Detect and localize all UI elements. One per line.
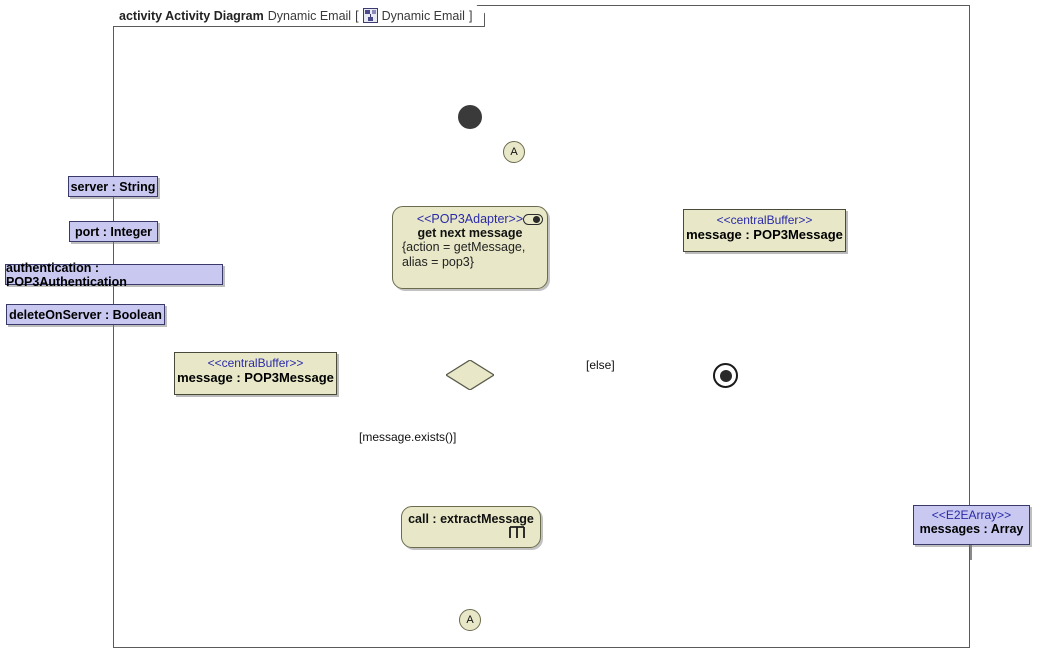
object-node-buffer-right[interactable]: <<centralBuffer>> message : POP3Message	[683, 209, 846, 252]
array-name: messages : Array	[919, 522, 1024, 536]
parameter-label: server : String	[70, 179, 156, 194]
activity-diagram-icon	[363, 8, 378, 23]
buffer-left-stereotype: <<centralBuffer>>	[207, 356, 304, 370]
guard-else: [else]	[586, 358, 615, 372]
activity-final-node[interactable]	[713, 363, 738, 388]
buffer-right-stereotype: <<centralBuffer>>	[716, 213, 813, 227]
object-node-messages-array[interactable]: <<E2EArray>> messages : Array	[913, 505, 1030, 545]
connector-label: A	[466, 614, 474, 626]
frame-keyword: activity Activity Diagram	[119, 8, 264, 23]
call-action-name: call : extractMessage	[408, 512, 534, 526]
buffer-left-name: message : POP3Message	[177, 370, 334, 385]
buffer-right-name: message : POP3Message	[686, 227, 843, 242]
guard-message-exists: [message.exists()]	[359, 430, 457, 444]
frame-name: Dynamic Email	[267, 8, 352, 23]
frame-title-tab: activity Activity Diagram Dynamic Email …	[113, 5, 485, 27]
action-name: get next message	[417, 226, 523, 240]
decision-node[interactable]	[446, 360, 494, 390]
connector-node-a-bottom[interactable]: A	[459, 609, 481, 631]
connector-node-a-top[interactable]: A	[503, 141, 525, 163]
stream-pin-icon	[523, 214, 543, 225]
frame-diagram-ref: Dynamic Email	[381, 8, 465, 23]
object-node-buffer-left[interactable]: <<centralBuffer>> message : POP3Message	[174, 352, 337, 395]
array-stereotype: <<E2EArray>>	[931, 508, 1012, 522]
action-get-next-message[interactable]: <<POP3Adapter>> get next message {action…	[392, 206, 548, 289]
parameter-label: deleteOnServer : Boolean	[9, 307, 162, 322]
action-property-line-1: {action = getMessage,	[402, 240, 526, 254]
diagram-frame	[113, 5, 970, 648]
parameter-node-authentication[interactable]: authentication : POP3Authentication	[5, 261, 223, 289]
action-stereotype: <<POP3Adapter>>	[416, 212, 524, 226]
action-property-line-2: alias = pop3}	[402, 255, 474, 269]
initial-node[interactable]	[458, 105, 482, 129]
parameter-node-delete-on-server[interactable]: deleteOnServer : Boolean	[6, 304, 165, 325]
parameter-node-port[interactable]: port : Integer	[69, 221, 158, 242]
parameter-label: authentication : POP3Authentication	[6, 260, 127, 289]
frame-bracket-open: [	[355, 8, 359, 23]
rake-icon	[509, 526, 525, 538]
parameter-label: port : Integer	[74, 224, 153, 239]
frame-bracket-close: ]	[468, 8, 473, 23]
connector-label: A	[510, 146, 518, 158]
parameter-node-server[interactable]: server : String	[68, 176, 158, 197]
